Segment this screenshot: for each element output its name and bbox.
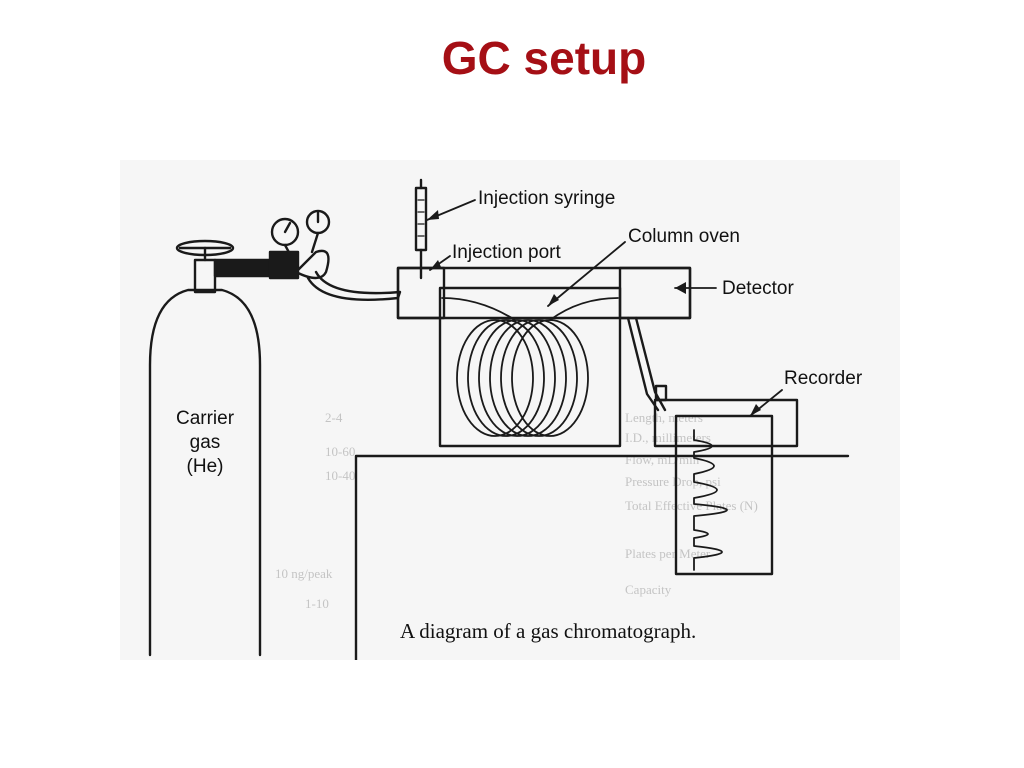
ghost-text: Capacity: [625, 582, 672, 597]
ghost-text: 10-60: [325, 444, 355, 459]
arrowhead: [548, 294, 559, 306]
diagram-caption: A diagram of a gas chromatograph.: [400, 619, 696, 643]
arrowhead: [427, 210, 439, 220]
slide-title: GC setup: [441, 32, 647, 84]
injection-syringe-icon: [414, 178, 428, 280]
ghost-text: Flow, mL/min: [625, 452, 700, 467]
regulator-body: [268, 250, 300, 280]
label-carrier-gas-line1: Carrier: [176, 408, 235, 429]
arrowhead: [750, 404, 761, 416]
recorder-box: [653, 398, 799, 448]
gc-diagram: Length, meters I.D., millimeters Flow, m…: [120, 160, 900, 660]
ghost-text: I.D., millimeters: [625, 430, 711, 445]
gas-cylinder: [148, 288, 262, 657]
label-carrier-gas-line2: gas: [190, 432, 221, 453]
label-column-oven: Column oven: [628, 226, 740, 247]
column-oven: [438, 286, 622, 448]
arrowhead: [430, 260, 441, 270]
label-recorder: Recorder: [784, 368, 863, 389]
valve-handwheel-icon: [175, 239, 235, 262]
label-detector: Detector: [722, 278, 794, 299]
regulator-fitting: [213, 258, 272, 278]
scan-background: [120, 160, 900, 660]
ghost-text: 1-10: [305, 596, 329, 611]
ghost-text: 10 ng/peak: [275, 566, 333, 581]
pressure-gauge-icon: [305, 209, 331, 254]
ghost-text: Total Effective Plates (N): [625, 498, 758, 513]
column-coil-icon: [441, 297, 619, 437]
pressure-gauge-icon: [270, 217, 300, 260]
bench-top: [354, 454, 850, 660]
ghost-text: Plates per Meter: [625, 546, 711, 561]
chart-paper: [674, 414, 774, 576]
ghost-text: Pressure Drop, psi: [625, 474, 721, 489]
chromatogram-trace: [693, 429, 728, 571]
label-injection-syringe: Injection syringe: [478, 188, 615, 209]
arrowhead: [675, 282, 686, 294]
pointer-column-oven: [547, 241, 626, 307]
ghost-text: 2-4: [325, 410, 343, 425]
regulator-bell: [294, 249, 330, 280]
ghost-text: 10-40: [325, 468, 355, 483]
bleed-through-text: Length, meters I.D., millimeters Flow, m…: [275, 410, 758, 611]
ghost-text: Length, meters: [625, 410, 703, 425]
label-carrier-gas-line3: (He): [187, 456, 224, 477]
label-injection-port: Injection port: [452, 242, 562, 263]
